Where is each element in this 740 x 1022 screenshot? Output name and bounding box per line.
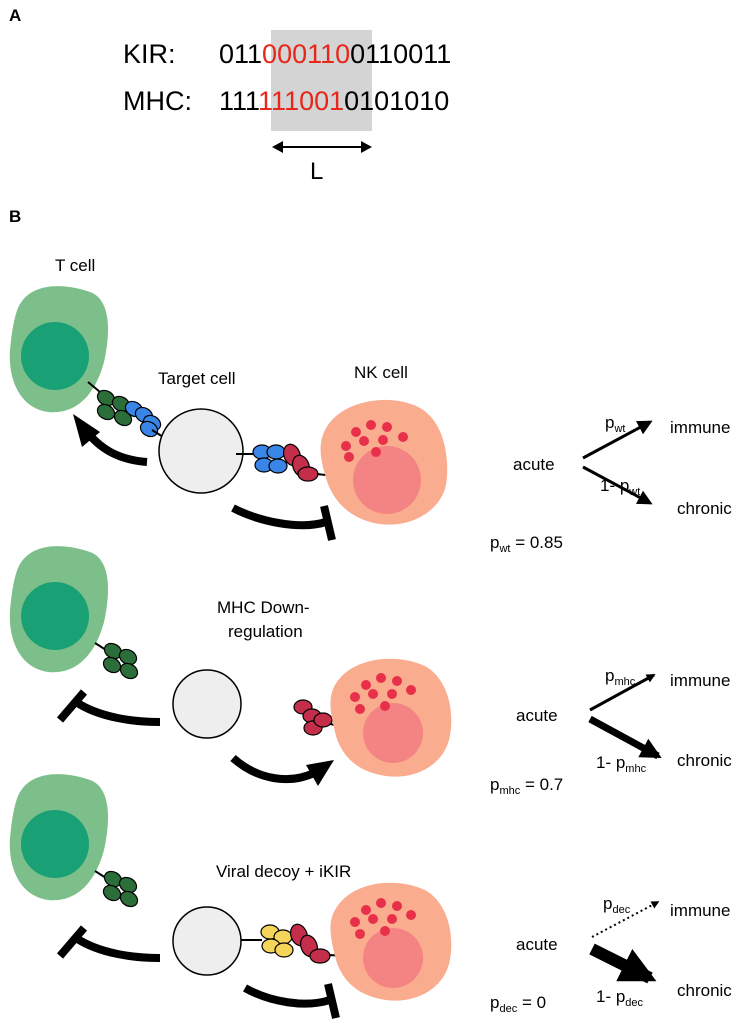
nk-cell-nucleus — [363, 703, 423, 763]
nk-inhibition-3 — [243, 984, 332, 1008]
target-cell-1 — [158, 408, 244, 494]
t-cell-nucleus — [21, 810, 89, 878]
chronic-label-1: chronic — [677, 499, 732, 518]
branch-chronic-2 — [588, 715, 662, 760]
probability-value-2: pmhc = 0.7 — [490, 775, 563, 797]
tcr-receptor-2 — [102, 642, 139, 680]
kir-label: KIR: — [123, 39, 176, 69]
tcr-stalk-1 — [87, 381, 101, 393]
immune-prob-1: pwt — [605, 413, 625, 435]
kir-bits-post: 0110011 — [350, 39, 451, 69]
immune-label-2: immune — [670, 671, 730, 690]
panel-a-letter: A — [9, 6, 21, 25]
kir-receptor-2 — [293, 699, 333, 736]
t-cell-1 — [9, 286, 109, 413]
acute-label-3: acute — [516, 935, 558, 954]
branch-immune-2 — [589, 673, 656, 712]
t-cell-nucleus — [21, 582, 89, 650]
nk-kill-arrow-2 — [230, 754, 318, 784]
kir-bits-window: 000110 — [262, 39, 350, 69]
immune-label-3: immune — [670, 901, 730, 920]
nk-inhibition-1 — [231, 504, 328, 530]
binding-window-highlight — [271, 30, 372, 131]
length-double-arrow — [272, 141, 372, 153]
branch-chronic-3 — [589, 943, 657, 984]
probability-value-3: pdec = 0 — [490, 993, 546, 1015]
immune-prob-2: pmhc — [605, 666, 636, 688]
immune-prob-3: pdec — [603, 894, 631, 916]
chronic-prob-2: 1- pmhc — [596, 753, 647, 775]
length-label: L — [310, 158, 323, 185]
t-cell-nucleus — [21, 322, 89, 390]
mhc-bitstring: 1111110010101010 — [219, 86, 449, 116]
mhc-bits-pre: 111 — [219, 86, 259, 116]
mhc-label: MHC: — [123, 86, 192, 116]
mhc-bits-window: 111001 — [258, 86, 344, 116]
row3-title: Viral decoy + iKIR — [216, 862, 351, 881]
probability-value-1: pwt = 0.85 — [490, 533, 563, 555]
kir-receptor-3 — [289, 923, 331, 964]
nk-granules — [341, 420, 408, 462]
mhc-molecule-1b — [252, 444, 288, 474]
target-cell-3 — [172, 906, 242, 976]
t-cell-3 — [9, 774, 109, 901]
acute-label-1: acute — [513, 455, 555, 474]
row2-title-line2: regulation — [228, 622, 303, 641]
acute-label-2: acute — [516, 706, 558, 725]
nk-cell-nucleus — [353, 446, 421, 514]
viral-decoy-3 — [260, 924, 294, 958]
t-cell-inhibition-3 — [73, 934, 161, 962]
kir-bits-pre: 011 — [219, 39, 262, 69]
nk-cell-1 — [320, 399, 448, 525]
tcr-receptor-3 — [102, 870, 139, 908]
nk-cell-nucleus — [363, 928, 423, 988]
mhc-bits-post: 0101010 — [344, 86, 449, 116]
chronic-prob-3: 1- pdec — [596, 987, 644, 1009]
chronic-label-2: chronic — [677, 751, 732, 770]
nk-cell-2 — [330, 658, 452, 777]
t-cell-inhibition-bar-2 — [56, 689, 88, 723]
kir-bitstring: 0110001100110011 — [219, 39, 451, 69]
tcr-receptor-1 — [96, 389, 133, 427]
nk-granules — [350, 898, 416, 939]
nk-inhibition-bar-3 — [324, 983, 340, 1019]
t-cell-kill-arrowhead-1 — [73, 414, 100, 447]
nk-inhibition-bar-1 — [320, 505, 336, 541]
branch-immune-1 — [582, 420, 653, 460]
nk-cell-3 — [330, 882, 452, 1001]
row2-title-line1: MHC Down- — [217, 598, 310, 617]
nk-kill-arrowhead-2 — [306, 760, 334, 786]
t-cell-inhibition-bar-3 — [56, 925, 88, 959]
chronic-label-3: chronic — [677, 981, 732, 1000]
nk-cell-label: NK cell — [354, 363, 408, 382]
t-cell-inhibition-2 — [73, 698, 161, 726]
nk-granules — [350, 673, 416, 714]
immune-label-1: immune — [670, 418, 730, 437]
mhc-molecule-1a — [124, 400, 162, 438]
kir-receptor-1 — [282, 443, 319, 482]
branch-chronic-1 — [582, 465, 653, 505]
panel-b-letter: B — [9, 207, 21, 226]
target-cell-label: Target cell — [158, 369, 235, 388]
t-cell-2 — [9, 546, 109, 673]
t-cell-label: T cell — [55, 256, 95, 275]
chronic-prob-1: 1- pwt — [600, 476, 640, 498]
target-cell-2 — [172, 669, 242, 739]
